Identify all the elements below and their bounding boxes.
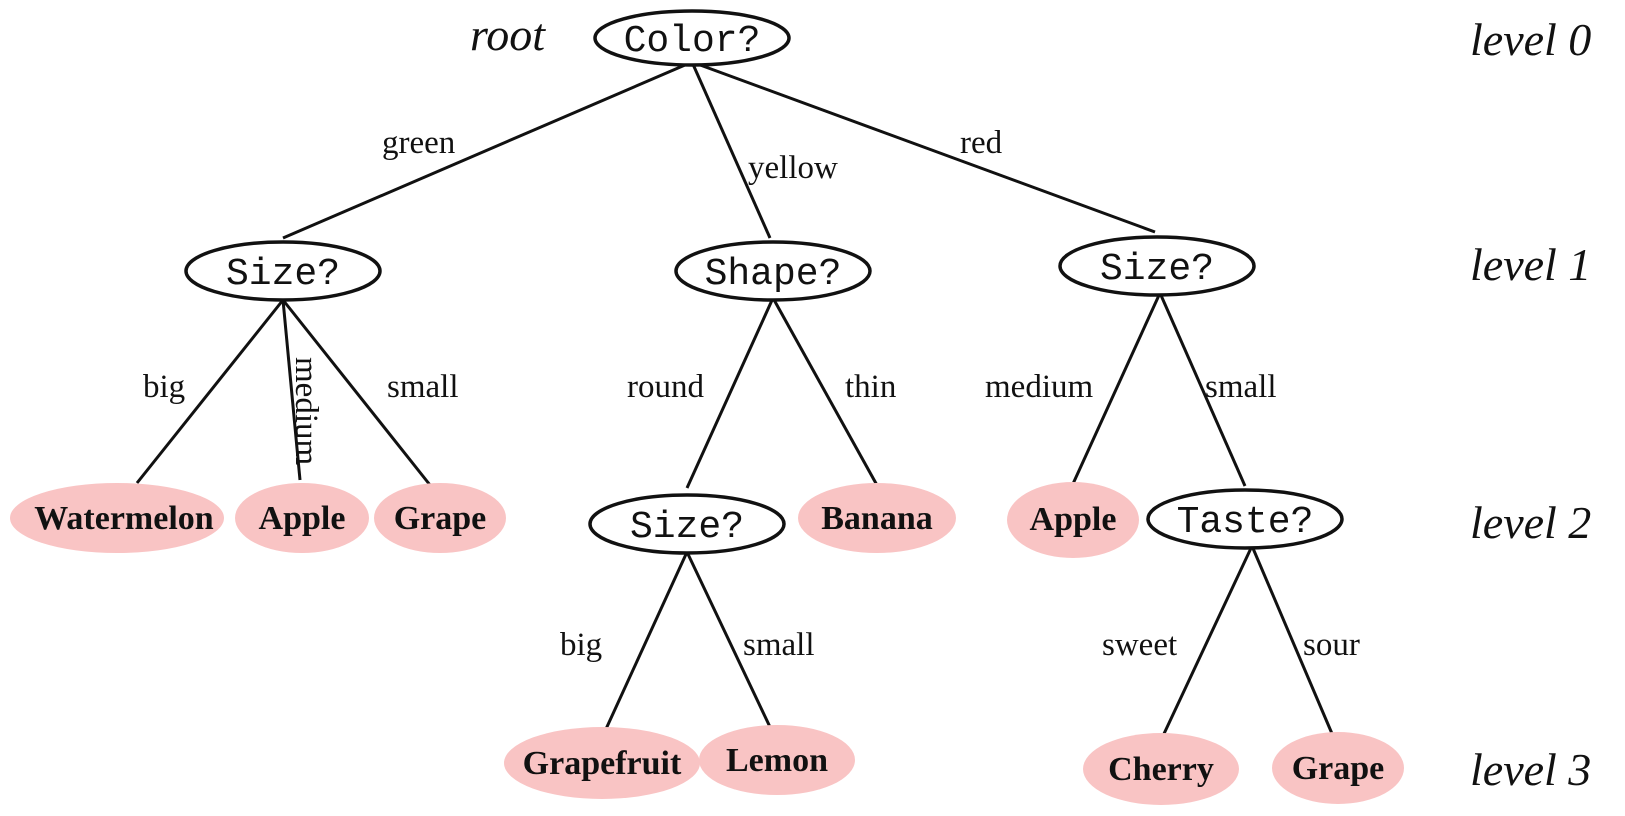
node-label: Size? [1100,248,1214,291]
edge-labels: green yellow red big medium small round … [143,125,1360,663]
leaf-label: Grape [394,500,487,537]
node-label: Taste? [1177,501,1314,544]
leaf-grape-red: Grape [1272,732,1404,804]
edge-size-medium [281,299,302,481]
level-0-label: level 0 [1470,14,1591,65]
leaf-label: Banana [821,500,933,537]
edge-red-size-medium [1070,292,1162,487]
edge-color-red [691,60,1156,234]
edge-label-yellow: yellow [748,150,838,186]
leaf-cherry: Cherry [1083,733,1239,805]
level-3-label: level 3 [1470,744,1591,795]
node-label: Size? [226,253,340,296]
leaf-grape-green: Grape [374,483,506,553]
question-node-shape: Shape? [674,240,872,302]
leaf-apple-red: Apple [1007,482,1139,558]
node-label: Shape? [705,253,842,296]
edge-label-medium-red: medium [985,369,1093,405]
level-1-label: level 1 [1470,239,1591,290]
edge-label-round: round [627,369,704,405]
edge-label-green: green [382,125,455,161]
edge-label-small: small [387,369,459,405]
edge-shape-thin [771,297,880,488]
leaf-grapefruit: Grapefruit [504,727,700,799]
edge-round-size-big [604,551,689,730]
edges [135,60,1335,739]
edge-taste-sweet [1160,545,1254,739]
edge-color-green [282,60,693,240]
node-label: Size? [630,506,744,549]
question-node-size-red: Size? [1058,235,1256,297]
edge-label-small-round: small [743,627,815,663]
leaf-label: Watermelon [34,500,213,537]
edge-color-yellow [690,61,772,239]
edge-size-small [281,299,432,486]
leaf-label: Grape [1292,750,1385,787]
level-2-label: level 2 [1470,497,1591,548]
leaf-apple-green: Apple [235,483,369,553]
root-label: root [470,9,546,60]
edge-label-sweet: sweet [1102,627,1177,663]
leaf-label: Cherry [1108,751,1214,788]
edge-label-red: red [960,125,1003,161]
leaf-watermelon: Watermelon [10,483,224,553]
node-label: Color? [624,20,761,63]
edge-round-size-small [685,551,772,728]
leaf-label: Lemon [726,742,828,779]
question-node-size-green: Size? [184,240,382,302]
edge-label-thin: thin [845,369,896,405]
leaf-lemon: Lemon [699,725,855,795]
edge-taste-sour [1250,545,1335,737]
question-node-taste: Taste? [1146,488,1344,550]
edge-label-sour: sour [1303,627,1360,663]
question-node-size-round: Size? [588,493,786,555]
question-node-color: Color? [593,9,791,67]
edge-red-size-small [1158,292,1247,487]
edge-label-medium: medium [288,357,324,465]
leaf-label: Apple [1030,501,1117,538]
edge-shape-round [685,297,775,489]
leaf-banana: Banana [798,483,956,553]
edge-label-big: big [143,369,185,405]
edge-size-big [135,299,285,484]
edge-label-big-round: big [560,627,602,663]
edge-label-small-red: small [1205,369,1277,405]
leaf-label: Grapefruit [523,745,682,782]
leaf-label: Apple [259,500,346,537]
